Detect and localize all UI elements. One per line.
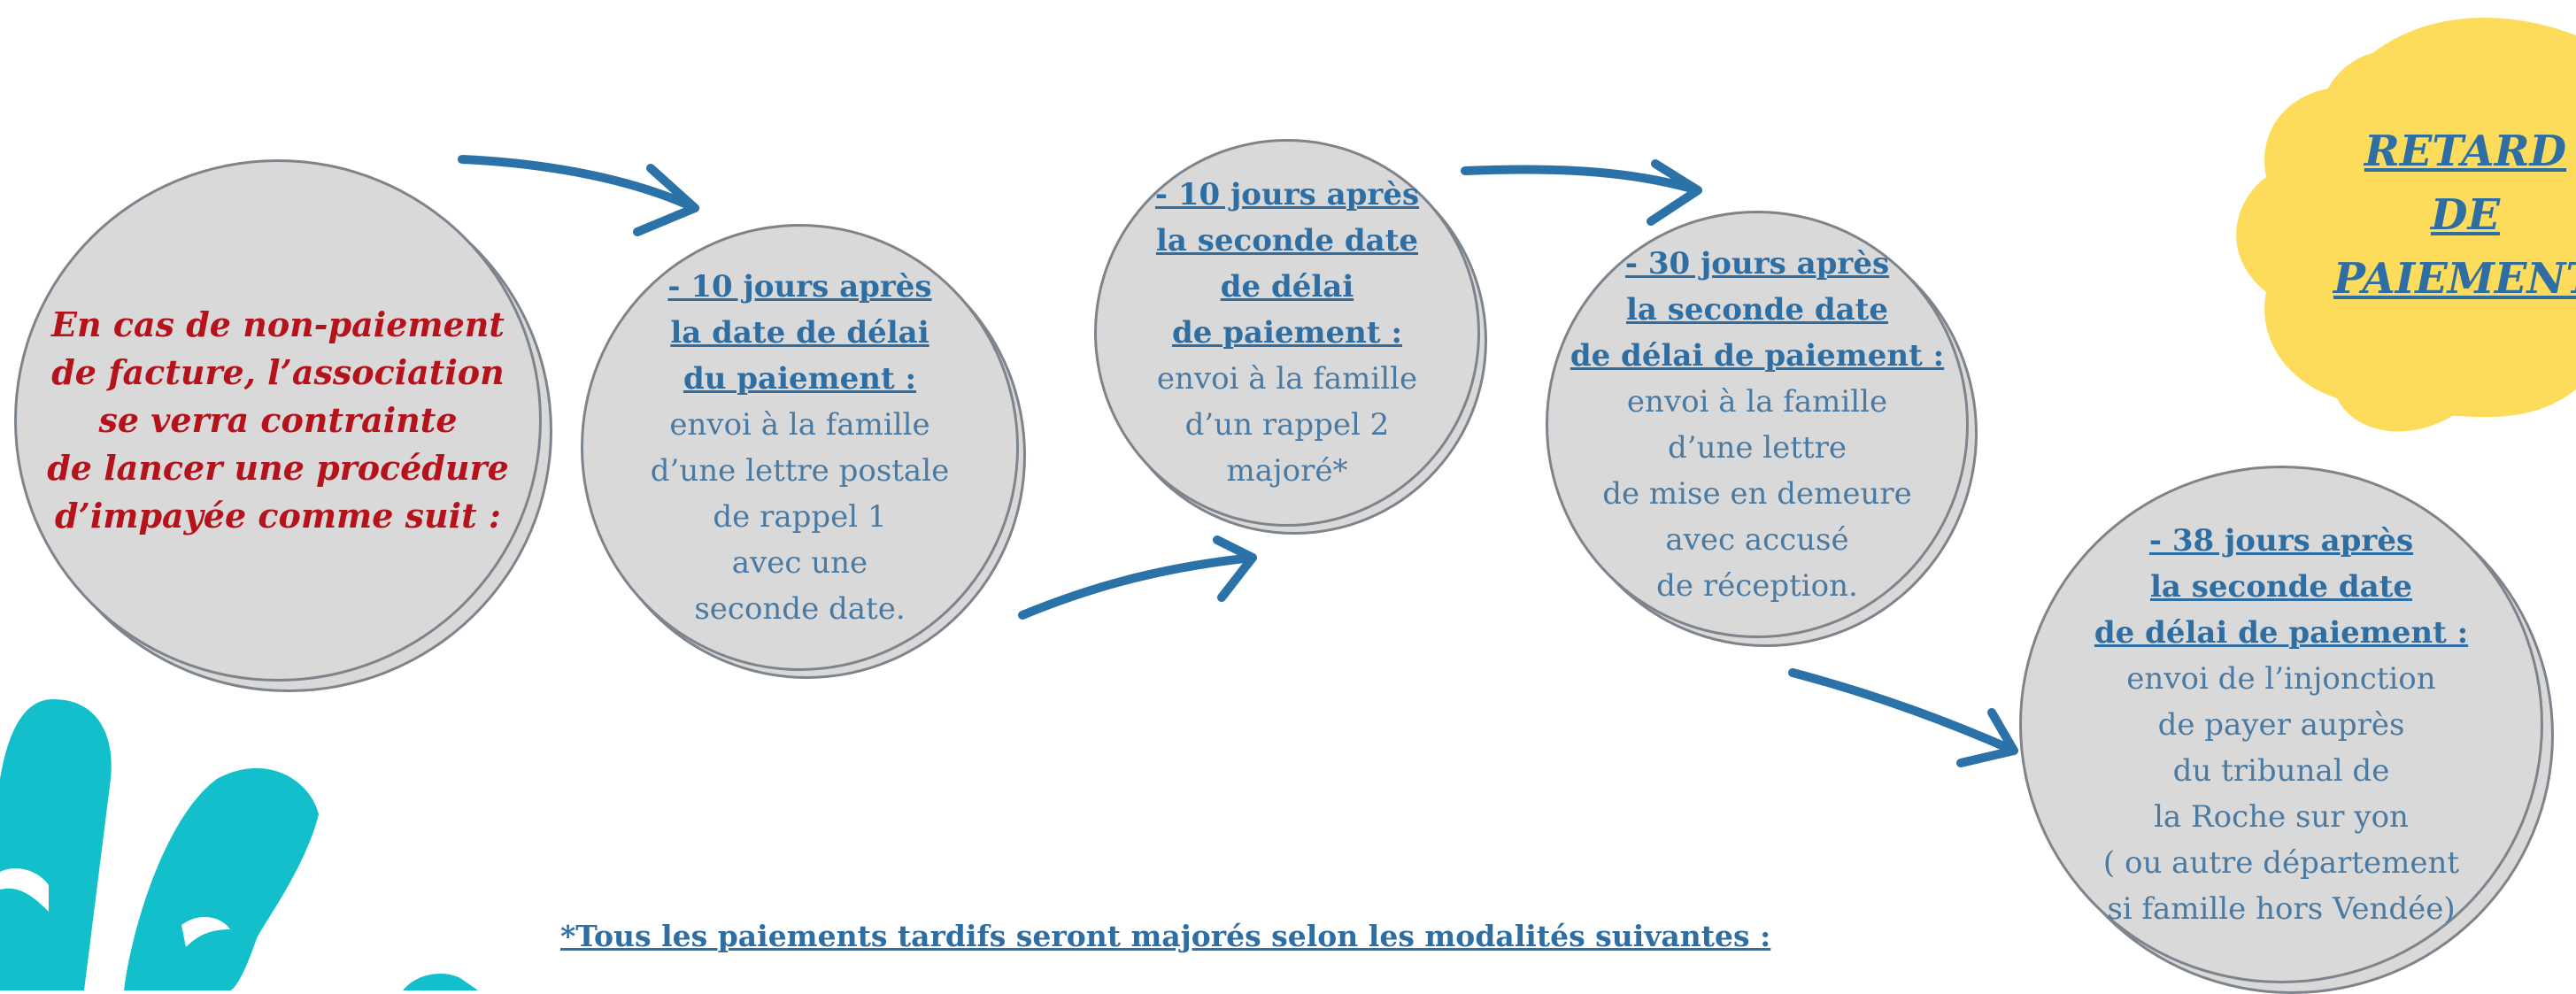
step4-heading: - 38 jours après la seconde date de déla… [2094, 518, 2468, 656]
step4-body-line: envoi de l’injonction [2126, 660, 2436, 697]
intro-circle: En cas de non-paiement de facture, l’ass… [14, 159, 542, 682]
step2-heading-line: de paiement : [1171, 315, 1402, 351]
step4-body-line: du tribunal de [2172, 752, 2390, 789]
badge-title: RETARD DE PAIEMENT [2319, 119, 2576, 311]
intro-line: de lancer une procédure [47, 448, 509, 488]
step3-text: - 30 jours après la seconde date de déla… [1570, 241, 1944, 609]
arrow-step1-to-step2 [1018, 536, 1257, 620]
step4-text: - 38 jours après la seconde date de déla… [2094, 518, 2468, 932]
intro-line: de facture, l’association [51, 352, 505, 392]
step1-circle: - 10 jours après la date de délai du pai… [581, 224, 1019, 671]
step3-heading: - 30 jours après la seconde date de déla… [1570, 241, 1944, 379]
step4-body-line: la Roche sur yon [2154, 798, 2409, 835]
badge-line: DE [2430, 190, 2501, 240]
intro-line: se verra contrainte [98, 400, 458, 440]
intro-text: En cas de non-paiement de facture, l’ass… [47, 301, 509, 540]
step1-body-line: d’une lettre postale [650, 452, 950, 489]
step2-heading-line: - 10 jours après [1154, 177, 1420, 212]
badge-blob [2236, 18, 2576, 432]
step3-body-line: de mise en demeure [1602, 475, 1912, 512]
step4-body: envoi de l’injonction de payer auprès du… [2094, 656, 2468, 932]
step4-circle: - 38 jours après la seconde date de déla… [2019, 466, 2543, 983]
step4-body-line: de payer auprès [2157, 706, 2405, 743]
step1-body: envoi à la famille d’une lettre postale … [651, 402, 949, 632]
step1-body-line: envoi à la famille [669, 406, 930, 443]
step1-body-line: seconde date. [694, 590, 906, 627]
step1-heading-line: la date de délai [670, 314, 929, 351]
step2-body: envoi à la famille d’un rappel 2 majoré* [1155, 356, 1419, 494]
arrow-step2-to-step3 [1461, 159, 1702, 226]
step3-body: envoi à la famille d’une lettre de mise … [1570, 379, 1944, 609]
badge-line: PAIEMENT [2333, 254, 2576, 304]
step3-heading-line: - 30 jours après [1624, 245, 1890, 281]
arrow-intro-to-step1 [458, 155, 699, 236]
intro-line: d’impayée comme suit : [55, 496, 501, 536]
step1-heading-line: - 10 jours après [667, 268, 932, 304]
step2-text: - 10 jours après la seconde date de déla… [1155, 172, 1419, 494]
step1-body-line: avec une [731, 544, 868, 581]
intro-line: En cas de non-paiement [51, 304, 505, 344]
step4-body-line: si famille hors Vendée) [2107, 890, 2456, 927]
step2-body-line: d’un rappel 2 [1184, 407, 1390, 443]
step3-body-line: de réception. [1656, 567, 1858, 604]
step3-heading-line: de délai de paiement : [1570, 337, 1945, 374]
step2-heading-line: de délai [1220, 269, 1354, 304]
step3-heading-line: la seconde date [1625, 291, 1889, 327]
step4-heading-line: - 38 jours après [2148, 522, 2414, 559]
hand-graphic [0, 699, 478, 990]
step3-body-line: envoi à la famille [1626, 383, 1888, 420]
step1-body-line: de rappel 1 [713, 498, 887, 535]
arrow-step3-to-step4 [1788, 668, 2018, 767]
step1-heading: - 10 jours après la date de délai du pai… [651, 264, 949, 402]
step2-heading: - 10 jours après la seconde date de déla… [1155, 172, 1419, 356]
step2-body-line: envoi à la famille [1156, 361, 1418, 397]
footnote: *Tous les paiements tardifs seront major… [560, 919, 1771, 953]
step2-body-line: majoré* [1226, 453, 1348, 489]
step3-body-line: avec accusé [1665, 521, 1849, 558]
badge-line: RETARD [2364, 127, 2567, 176]
step4-heading-line: de délai de paiement : [2094, 614, 2469, 651]
step4-body-line: ( ou autre département [2102, 844, 2460, 881]
step2-circle: - 10 jours après la seconde date de déla… [1094, 139, 1480, 527]
step3-circle: - 30 jours après la seconde date de déla… [1546, 211, 1969, 638]
step2-heading-line: la seconde date [1155, 223, 1419, 258]
step3-body-line: d’une lettre [1668, 429, 1847, 466]
step4-heading-line: la seconde date [2149, 568, 2413, 605]
step1-text: - 10 jours après la date de délai du pai… [651, 264, 949, 632]
step1-heading-line: du paiement : [683, 360, 917, 397]
